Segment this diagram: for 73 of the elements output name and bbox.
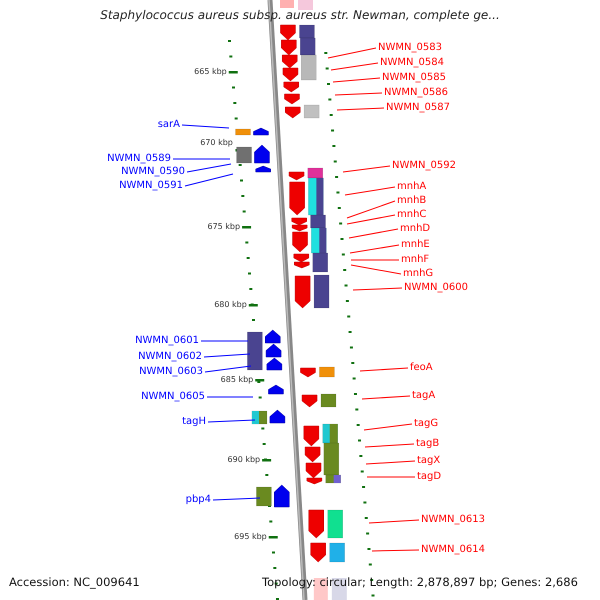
scale-label: 685 kbp: [220, 375, 254, 385]
leader-line: [372, 550, 420, 552]
gene-label: NWMN_0605: [141, 391, 205, 403]
gene-label: NWMN_0603: [139, 366, 203, 378]
leader-line: [350, 244, 400, 254]
gene-label: NWMN_0600: [404, 282, 468, 294]
gene-label: tagG: [414, 418, 438, 430]
leader-line: [362, 396, 410, 400]
gene-label: tagX: [417, 455, 440, 467]
leader-line: [182, 124, 230, 128]
gene-label: NWMN_0584: [380, 57, 444, 69]
gene-label: NWMN_0613: [421, 514, 485, 526]
gene-label: mnhG: [403, 268, 434, 280]
leader-line: [332, 78, 380, 82]
leader-line: [208, 420, 256, 422]
gene-label: NWMN_0583: [378, 42, 442, 54]
leader-line: [368, 520, 420, 524]
leader-line: [364, 444, 414, 448]
leader-line: [346, 200, 396, 218]
gene-label: NWMN_0589: [107, 153, 171, 165]
scale-label: 695 kbp: [234, 532, 267, 542]
gene-label: NWMN_0586: [384, 87, 448, 99]
gene-label: mnhA: [397, 181, 426, 193]
gene-label: sarA: [158, 119, 180, 131]
leader-line: [364, 424, 412, 430]
gene-label: NWMN_0591: [119, 180, 183, 192]
leader-line: [184, 174, 234, 186]
leader-line: [350, 264, 402, 274]
scale-label: 670 kbp: [200, 138, 233, 148]
footer-text: Topology: circular; Length: 2,878,897 bp; Genes: 2,686: [262, 575, 578, 589]
gene-label: tagB: [416, 438, 440, 450]
scale-label: 690 kbp: [228, 455, 260, 465]
leader-line: [204, 366, 252, 372]
gene-label: NWMN_0601: [135, 335, 199, 347]
leader-line: [344, 186, 396, 196]
gene-label: NWMN_0587: [386, 102, 450, 114]
leader-line: [200, 340, 248, 342]
leader-line: [352, 288, 402, 290]
gene-label: tagH: [182, 416, 206, 428]
leader-line: [334, 92, 382, 96]
leader-line: [342, 166, 390, 172]
diagram-title: Staphylococcus aureus subsp. aureus str. Newman, complete ge...: [99, 8, 501, 22]
gene-label: tagA: [412, 390, 436, 402]
gene-label: NWMN_0602: [138, 351, 202, 363]
gene-label: tagD: [417, 471, 442, 483]
gene-label: pbp4: [186, 494, 211, 506]
gene-label: NWMN_0585: [382, 72, 446, 84]
scale-label: 680 kbp: [214, 300, 247, 310]
leader-line: [360, 368, 408, 372]
leader-line: [366, 460, 416, 464]
leader-line: [204, 354, 250, 358]
gene-label: NWMN_0592: [392, 160, 456, 172]
leader-line: [186, 164, 232, 172]
leader-line: [206, 396, 254, 398]
gene-label: mnhE: [401, 239, 430, 251]
gene-label: mnhC: [397, 209, 426, 221]
gene-label: NWMN_0614: [421, 544, 485, 556]
leader-line: [366, 476, 416, 478]
leader-line: [348, 228, 398, 238]
leader-line: [212, 498, 260, 500]
gene-label: mnhB: [397, 195, 426, 207]
scale-label: 675 kbp: [207, 222, 240, 232]
gene-label: mnhD: [400, 223, 430, 235]
leader-line: [328, 48, 376, 58]
gene-label: NWMN_0590: [121, 166, 185, 178]
leader-line: [330, 62, 378, 70]
footer-text: Accession: NC_009641: [9, 575, 140, 589]
leader-line: [172, 158, 230, 160]
leader-line: [346, 214, 396, 224]
scale-label: 665 kbp: [194, 67, 227, 77]
gene-label: feoA: [410, 362, 433, 374]
gene-label: mnhF: [401, 254, 430, 266]
leader-line: [336, 108, 384, 110]
